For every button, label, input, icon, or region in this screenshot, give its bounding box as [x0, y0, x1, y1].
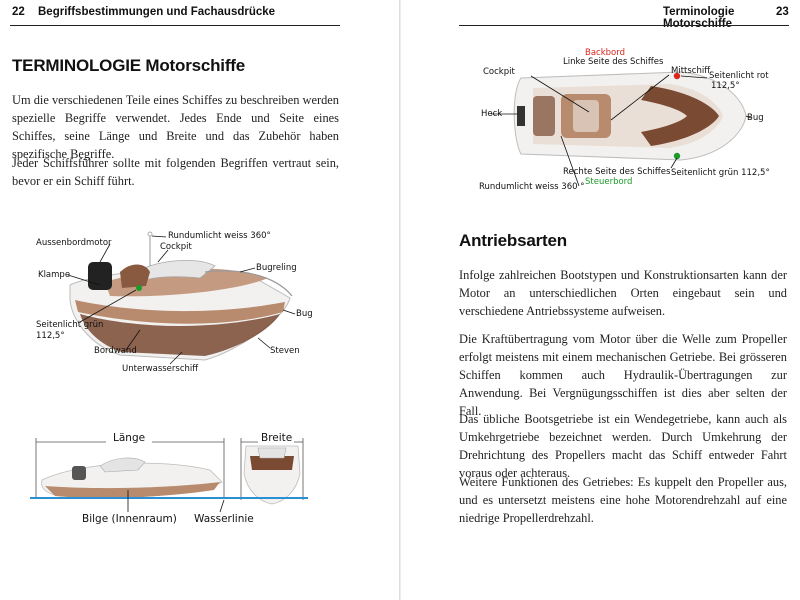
label-steuerbord: Steuerbord — [585, 177, 633, 187]
label-rundumlicht-top: Rundumlicht weiss 360 ° — [479, 182, 585, 192]
label-steven: Steven — [270, 346, 300, 356]
paragraph-bootstypen: Infolge zahlreichen Bootstypen und Konst… — [459, 268, 787, 318]
label-rundumlicht: Rundumlicht weiss 360° — [168, 231, 271, 241]
label-bilge: Bilge (Innenraum) — [82, 513, 177, 525]
page-number-right: 23 — [776, 6, 789, 18]
running-title-left: Begriffsbestimmungen und Fachausdrücke — [38, 6, 276, 18]
paragraph-wendegetriebe: Das übliche Bootsgetriebe ist ein Wendeg… — [459, 412, 787, 480]
label-seitenlicht-rot: Seitenlicht rot — [709, 71, 769, 81]
paragraph-intro: Um die verschiedenen Teile eines Schiffe… — [12, 93, 339, 161]
label-laenge: Länge — [113, 432, 146, 444]
label-klampe: Klampe — [38, 270, 71, 280]
paragraph-vertraut: Jeder Schiffsführer sollte mit folgenden… — [12, 156, 339, 188]
paragraph-weitere-funktionen: Weitere Funktionen des Getriebes: Es kup… — [459, 475, 787, 525]
book-spine — [399, 0, 401, 600]
label-wasserlinie: Wasserlinie — [194, 513, 254, 525]
label-seitenlicht-gruen-top: Seitenlicht grün 112,5° — [671, 168, 770, 178]
label-rechte-seite: Rechte Seite des Schiffes — [563, 167, 671, 177]
running-title-right: Terminologie Motorschiffe — [663, 6, 735, 30]
label-mittschiff: Mittschiff — [671, 66, 711, 76]
boat-dimensions-illustration — [30, 438, 308, 513]
label-bordwand: Bordwand — [94, 346, 137, 356]
boat-side-illustration — [67, 231, 296, 365]
label-bug-top: Bug — [747, 113, 764, 123]
label-breite: Breite — [261, 432, 293, 444]
page-number-left: 22 — [12, 6, 25, 18]
paragraph-kraftuebertragung: Die Kraftübertragung vom Motor über die … — [459, 332, 787, 418]
header-rule-left — [10, 25, 340, 26]
label-bugreling: Bugreling — [256, 263, 297, 273]
label-linke-seite: Linke Seite des Schiffes — [563, 57, 664, 67]
boat-top-illustration — [491, 71, 752, 187]
label-backbord: Backbord — [585, 48, 625, 58]
label-heck: Heck — [481, 109, 503, 119]
label-unterwasserschiff: Unterwasserschiff — [122, 364, 199, 374]
label-seitenlicht-gruen-winkel: 112,5° — [36, 331, 65, 341]
header-rule-right — [459, 25, 789, 26]
left-page: 22 Begriffsbestimmungen und Fachausdrück… — [0, 0, 399, 600]
label-bug-side: Bug — [296, 309, 313, 319]
label-seitenlicht-rot-winkel: 112,5° — [711, 81, 740, 91]
label-cockpit-top: Cockpit — [483, 67, 515, 77]
section-title-antriebsarten: Antriebsarten — [459, 231, 567, 250]
label-cockpit-side: Cockpit — [160, 242, 192, 252]
label-aussenbordmotor: Aussenbordmotor — [36, 238, 112, 248]
label-seitenlicht-gruen-side: Seitenlicht grün — [36, 320, 104, 330]
right-page: Terminologie Motorschiffe 23 — [401, 0, 800, 600]
section-title-terminologie: TERMINOLOGIE Motorschiffe — [12, 56, 246, 75]
